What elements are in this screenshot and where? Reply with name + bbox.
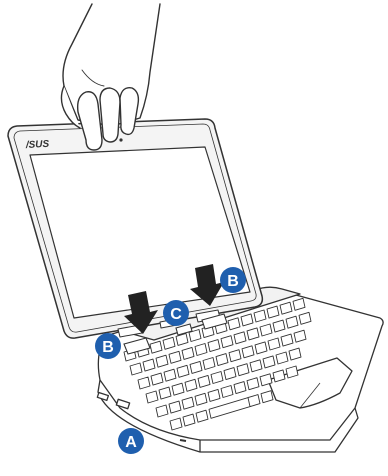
status-led — [180, 440, 186, 441]
callout-b-left-label: B — [102, 339, 114, 356]
callout-b-right: B — [220, 267, 246, 293]
asus-logo: /SUS — [25, 139, 50, 151]
callout-a: A — [118, 428, 144, 454]
callout-a-label: A — [125, 434, 137, 451]
webcam — [119, 138, 122, 141]
callout-b-left: B — [95, 333, 121, 359]
usb-port-1 — [97, 393, 108, 401]
middle-finger — [100, 88, 120, 142]
callout-c: C — [163, 300, 189, 326]
callout-c-label: C — [170, 306, 182, 323]
callout-b-right-label: B — [227, 273, 239, 290]
